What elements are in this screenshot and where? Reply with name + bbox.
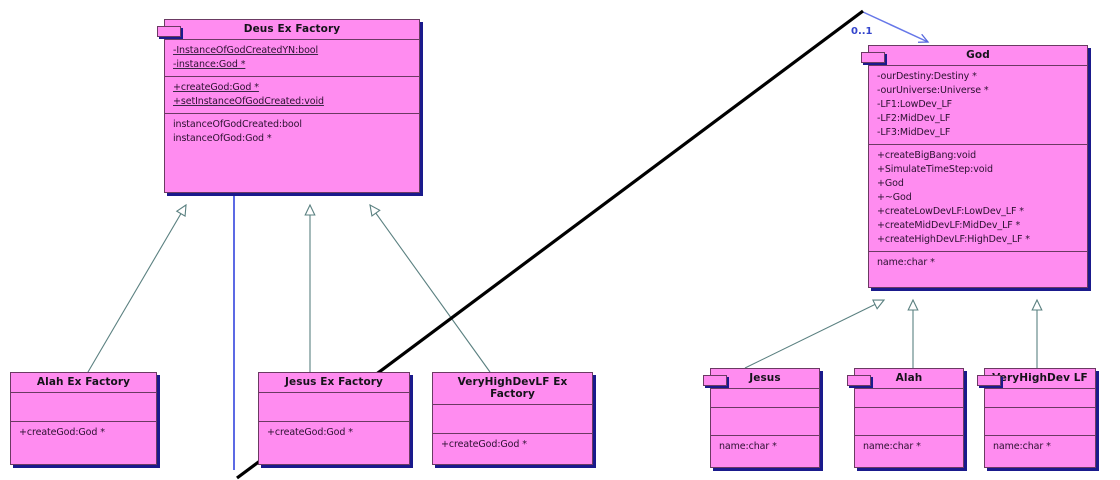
operation-item: +SimulateTimeStep:void: [877, 164, 993, 175]
empty-compartment-row: [711, 389, 819, 408]
attributes-compartment-god: -ourDestiny:Destiny * -ourUniverse:Unive…: [869, 66, 1087, 145]
operations-compartment-god: +createBigBang:void +SimulateTimeStep:vo…: [869, 145, 1087, 252]
empty-compartment-row: [711, 408, 819, 436]
operation-item: +createGod:God *: [173, 82, 259, 93]
extra-item: name:char *: [993, 441, 1051, 452]
extra-compartment-jesus: name:char *: [711, 436, 819, 458]
empty-compartment-row: [855, 408, 963, 436]
class-tab-icon: [703, 375, 727, 386]
attribute-item: -instance:God *: [173, 59, 246, 70]
class-box-god[interactable]: God -ourDestiny:Destiny * -ourUniverse:U…: [861, 45, 1088, 288]
extra-item: name:char *: [863, 441, 921, 452]
operation-item: +createGod:God *: [441, 439, 527, 450]
extra-compartment-god: name:char *: [869, 252, 1087, 274]
operation-item: +createHighDevLF:HighDev_LF *: [877, 234, 1030, 245]
class-tab-icon: [847, 375, 871, 386]
extra-compartment-alah: name:char *: [855, 436, 963, 458]
operations-compartment-alah-ex-factory: +createGod:God *: [11, 422, 156, 444]
attribute-item: -LF2:MidDev_LF: [877, 113, 951, 124]
extra-item: instanceOfGodCreated:bool: [173, 119, 302, 130]
class-title-alah-ex-factory: Alah Ex Factory: [11, 373, 156, 393]
empty-compartment-row: [985, 408, 1095, 436]
operations-compartment-deus-ex-factory: +createGod:God * +setInstanceOfGodCreate…: [165, 77, 419, 114]
attributes-compartment-jesus-ex-factory: [259, 393, 409, 422]
generalization-jesus-to-god: [744, 299, 886, 369]
class-box-veryhighdevlf-ex-factory[interactable]: VeryHighDevLF Ex Factory +createGod:God …: [432, 372, 593, 465]
operation-item: +createGod:God *: [267, 427, 353, 438]
class-box-alah[interactable]: Alah name:char *: [847, 368, 964, 468]
attributes-compartment-veryhighdevlf-ex-factory: [433, 405, 592, 434]
operation-item: +createMidDevLF:MidDev_LF *: [877, 220, 1021, 231]
class-tab-icon: [157, 26, 181, 37]
attributes-compartment-alah-ex-factory: [11, 393, 156, 422]
attribute-item: -LF3:MidDev_LF: [877, 127, 951, 138]
class-box-jesus[interactable]: Jesus name:char *: [703, 368, 820, 468]
operation-item: +setInstanceOfGodCreated:void: [173, 96, 324, 107]
extra-compartment-veryhighdev-lf: name:char *: [985, 436, 1095, 458]
extra-item: instanceOfGod:God *: [173, 133, 272, 144]
class-box-deus-ex-factory[interactable]: Deus Ex Factory -InstanceOfGodCreatedYN:…: [157, 19, 420, 193]
extra-item: name:char *: [719, 441, 777, 452]
operation-item: +God: [877, 178, 904, 189]
class-title-jesus: Jesus: [711, 369, 819, 389]
attribute-item: -ourDestiny:Destiny *: [877, 71, 977, 82]
class-title-deus-ex-factory: Deus Ex Factory: [165, 20, 419, 40]
operation-item: +createLowDevLF:LowDev_LF *: [877, 206, 1024, 217]
generalization-alah-ex-factory-to-deus-ex-factory: [87, 203, 187, 373]
attributes-compartment-deus-ex-factory: -InstanceOfGodCreatedYN:bool -instance:G…: [165, 40, 419, 77]
empty-compartment-row: [855, 389, 963, 408]
multiplicity-label-0-1: 0..1: [851, 26, 873, 37]
operation-item: +~God: [877, 192, 912, 203]
operations-compartment-jesus-ex-factory: +createGod:God *: [259, 422, 409, 444]
class-tab-icon: [977, 375, 1001, 386]
attribute-item: -ourUniverse:Universe *: [877, 85, 989, 96]
class-box-veryhighdev-lf[interactable]: VeryHighDev LF name:char *: [977, 368, 1096, 468]
class-title-veryhighdev-lf: VeryHighDev LF: [985, 369, 1095, 389]
extra-compartment-deus-ex-factory: instanceOfGodCreated:bool instanceOfGod:…: [165, 114, 419, 150]
class-title-alah: Alah: [855, 369, 963, 389]
class-box-alah-ex-factory[interactable]: Alah Ex Factory +createGod:God *: [10, 372, 157, 465]
class-title-veryhighdevlf-ex-factory: VeryHighDevLF Ex Factory: [433, 373, 592, 405]
attribute-item: -LF1:LowDev_LF: [877, 99, 953, 110]
class-tab-icon: [861, 52, 885, 63]
operations-compartment-veryhighdevlf-ex-factory: +createGod:God *: [433, 434, 592, 456]
generalization-veryhighdevlf-ex-factory-to-deus-ex-factory: [369, 203, 491, 373]
empty-compartment-row: [985, 389, 1095, 408]
operation-item: +createGod:God *: [19, 427, 105, 438]
class-title-god: God: [869, 46, 1087, 66]
extra-item: name:char *: [877, 257, 935, 268]
class-box-jesus-ex-factory[interactable]: Jesus Ex Factory +createGod:God *: [258, 372, 410, 465]
operation-item: +createBigBang:void: [877, 150, 977, 161]
attribute-item: -InstanceOfGodCreatedYN:bool: [173, 45, 319, 56]
class-title-jesus-ex-factory: Jesus Ex Factory: [259, 373, 409, 393]
